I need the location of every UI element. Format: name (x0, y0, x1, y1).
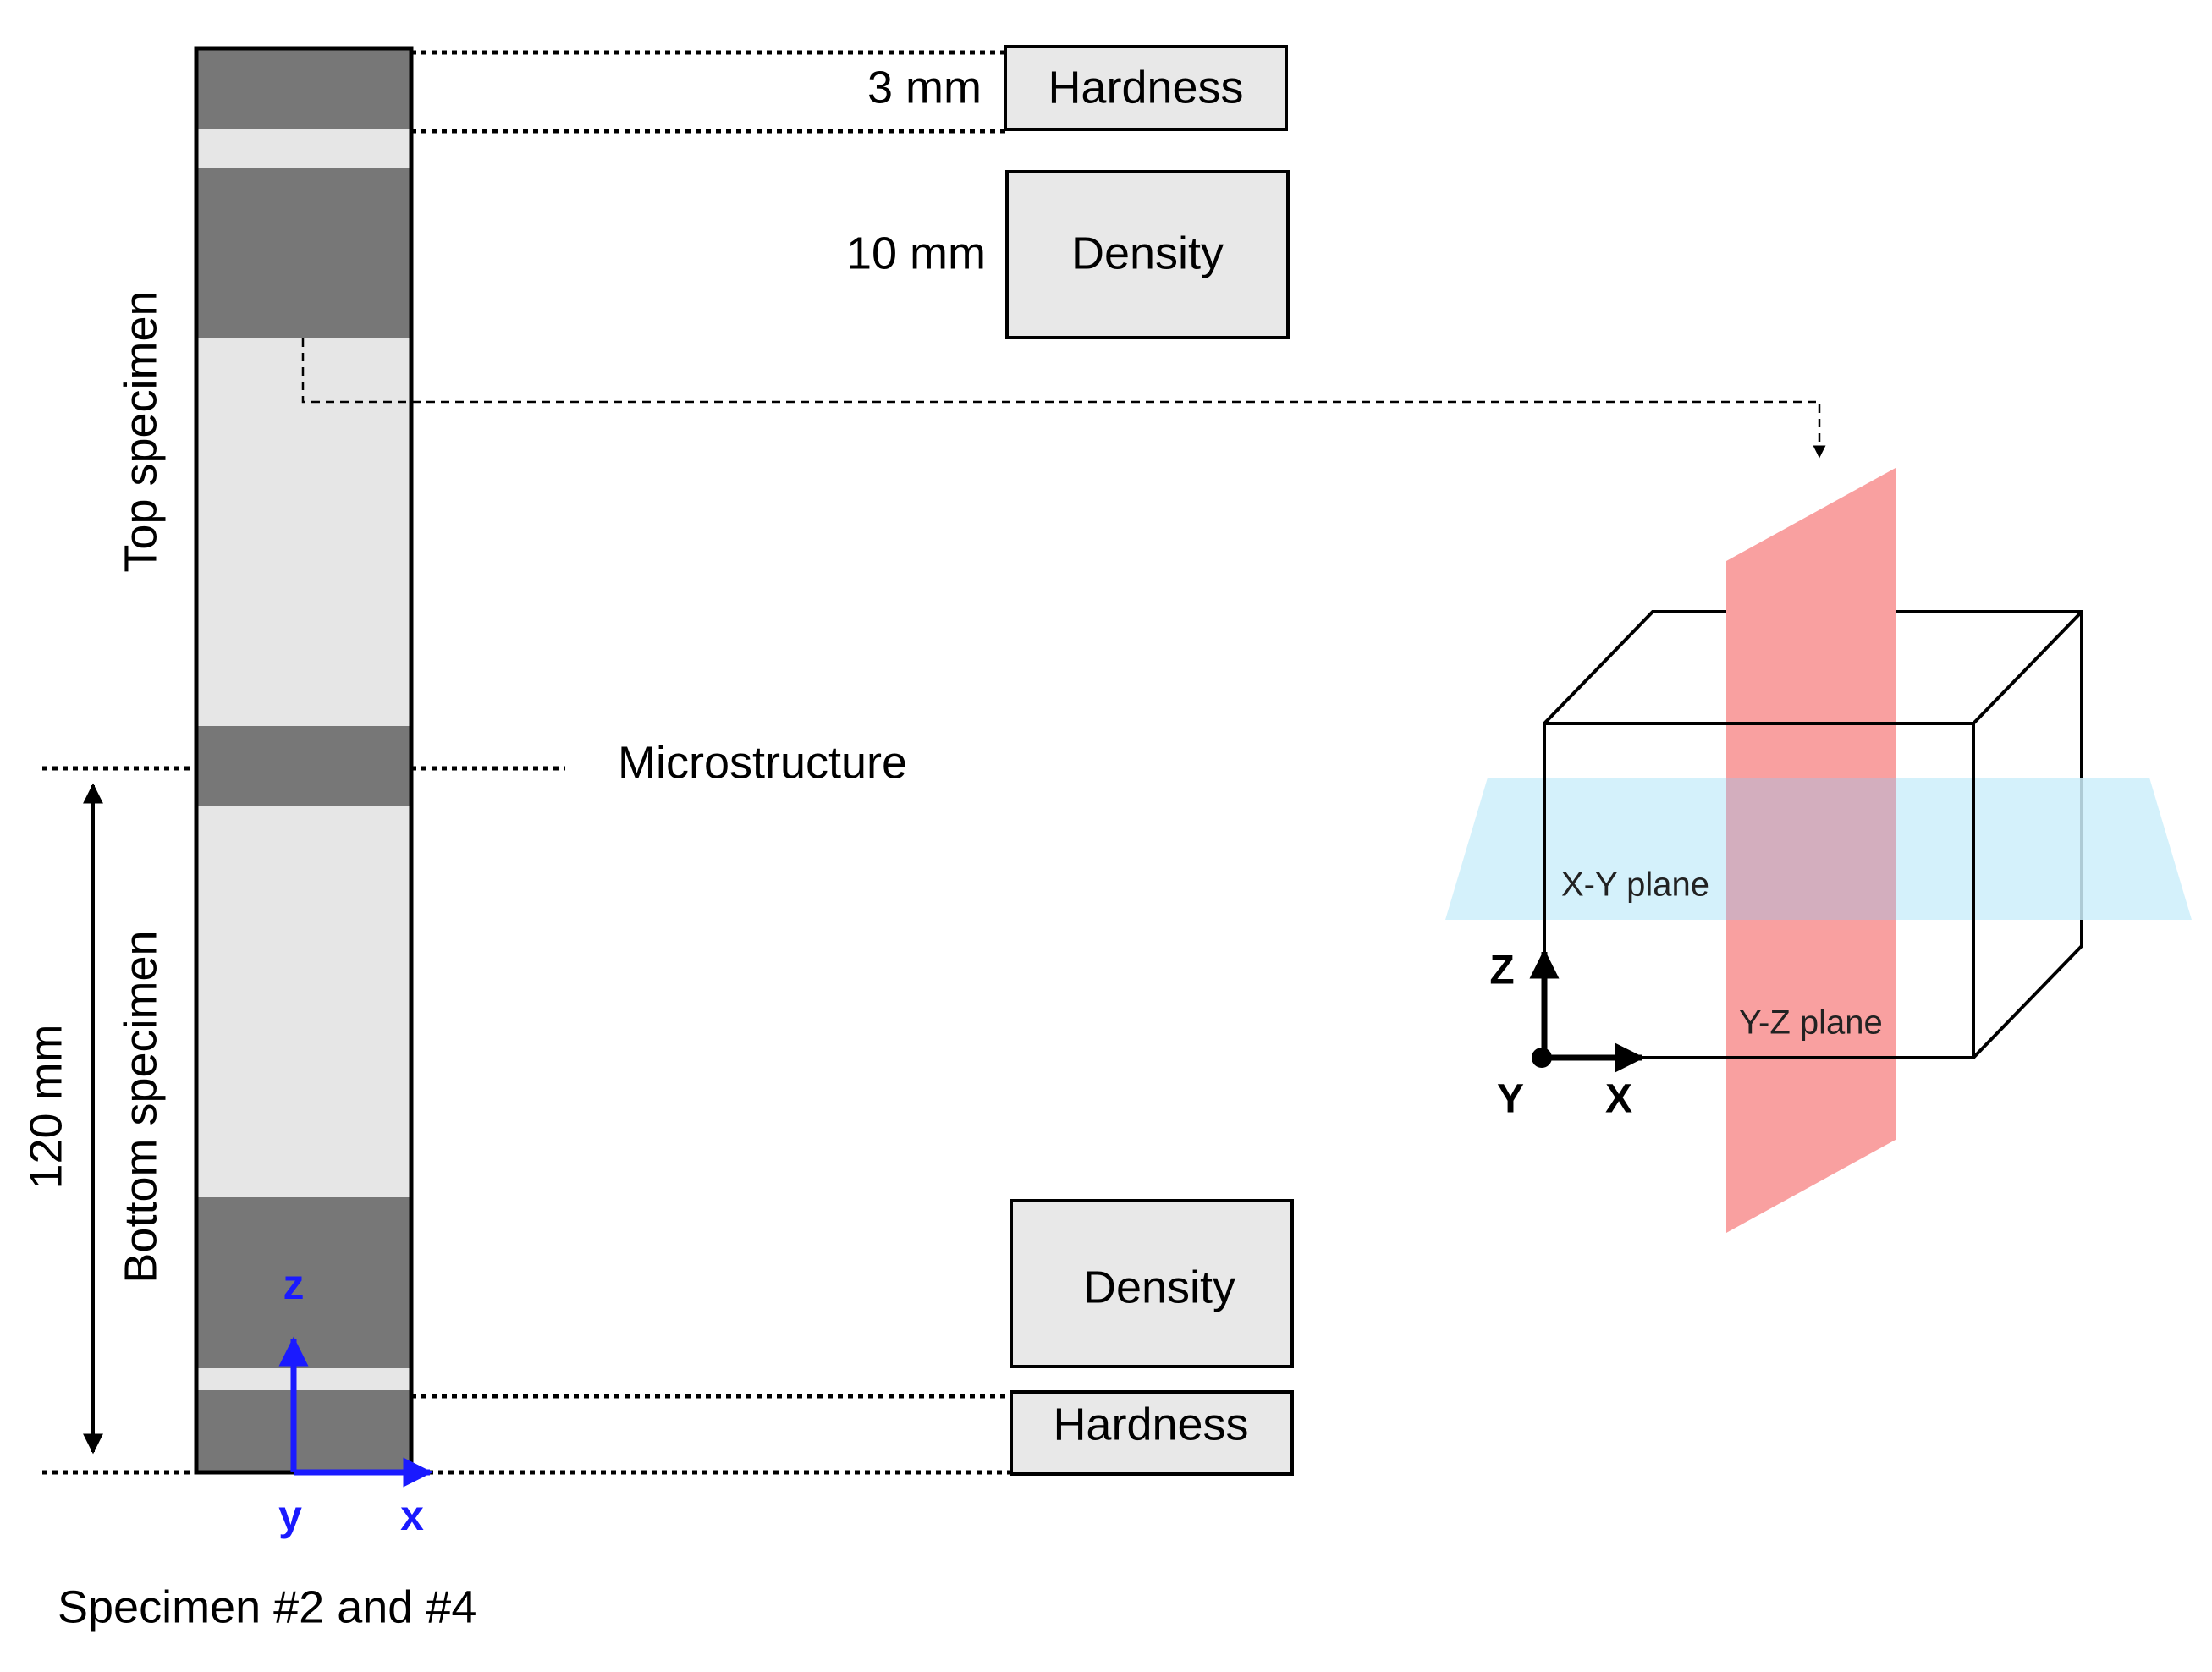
connector-dashed-arrow (301, 338, 1826, 459)
density-section-top (196, 168, 411, 338)
hardness-section-bottom (196, 1390, 411, 1472)
hardness-box-top-label: Hardness (1048, 62, 1243, 113)
cube-z-label: Z (1489, 949, 1514, 993)
microstructure-section (196, 726, 411, 806)
cube-front-edges (1543, 610, 2083, 1059)
density-box-bottom-label: Density (1083, 1262, 1235, 1312)
specimen-axes: z y x (278, 1261, 433, 1539)
top-specimen-label: Top specimen (115, 290, 166, 572)
hardness-box-bottom (1010, 1390, 1294, 1476)
specimen-caption: Specimen #2 and #4 (58, 1581, 476, 1632)
density-box-bottom (1010, 1199, 1294, 1368)
guide-lines (42, 50, 1011, 1475)
top-density-dimension: 10 mm (846, 228, 986, 278)
bottom-specimen-label: Bottom specimen (115, 930, 166, 1283)
hardness-section-top (196, 48, 411, 129)
top-hardness-dimension: 3 mm (867, 62, 982, 113)
density-box-top (1005, 170, 1290, 339)
hardness-box-bottom-label: Hardness (1053, 1399, 1248, 1449)
hardness-box-top (1004, 45, 1288, 131)
cube-y-label: Y (1497, 1077, 1524, 1122)
cube-y-axis-dot (1532, 1048, 1552, 1068)
plane-overlap (1726, 778, 1896, 920)
height-dimension-label: 120 mm (20, 1024, 71, 1189)
specimen-column (194, 46, 414, 1475)
cube-x-label: X (1605, 1077, 1632, 1122)
specimen-x-label: x (400, 1492, 424, 1539)
specimen-z-label: z (283, 1261, 305, 1308)
microstructure-label: Microstructure (618, 737, 907, 788)
cube-figure: X-Y plane Y-Z plane Z Y X (1445, 468, 2192, 1233)
specimen-y-label: y (278, 1492, 302, 1539)
xy-plane-label: X-Y plane (1561, 866, 1709, 904)
density-box-top-label: Density (1071, 228, 1224, 278)
yz-plane-label: Y-Z plane (1739, 1004, 1883, 1042)
